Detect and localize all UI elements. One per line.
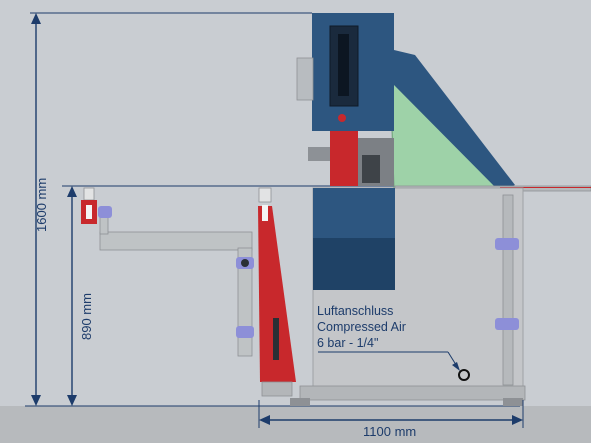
- arrow-1600-top: [31, 13, 41, 24]
- arm-clamp-left: [98, 206, 112, 218]
- post-clamp-lower: [495, 318, 519, 330]
- cabinet-foot-left: [290, 398, 310, 406]
- left-stop-slot: [86, 205, 92, 219]
- arrow-1600-bottom: [31, 395, 41, 406]
- head-dark-part: [362, 155, 380, 183]
- red-support-base: [261, 381, 293, 397]
- cabinet-base: [299, 385, 526, 401]
- floor: [0, 406, 591, 443]
- air-connection-line-1: Luftanschluss: [317, 304, 394, 318]
- air-connection-callout: Luftanschluss Compressed Air 6 bar - 1/4…: [317, 303, 406, 351]
- arrow-890-bottom: [67, 395, 77, 406]
- arrow-1100-left: [259, 415, 270, 425]
- arrow-890-top: [67, 186, 77, 197]
- dimension-label-working-height: 890 mm: [79, 293, 94, 340]
- air-connection-line-2: Compressed Air: [317, 320, 406, 334]
- arm-knob: [241, 259, 249, 267]
- head-grey-block: [308, 147, 330, 161]
- dimension-label-total-height: 1600 mm: [34, 177, 49, 232]
- dimension-label-depth: 1100 mm: [363, 424, 417, 439]
- cabinet-blue-panel: [313, 188, 395, 238]
- red-support-slot: [262, 205, 268, 221]
- red-indicator: [338, 114, 346, 122]
- arrow-1100-right: [512, 415, 523, 425]
- housing-side-cap: [296, 57, 314, 101]
- air-connection-line-3: 6 bar - 1/4": [317, 336, 379, 350]
- vertical-post: [502, 194, 514, 386]
- blue-sloped-arm: [394, 50, 515, 192]
- post-clamp-upper: [495, 238, 519, 250]
- red-support-handle: [273, 318, 279, 360]
- arm-clamp-lower: [236, 326, 254, 338]
- window-slot: [338, 34, 349, 96]
- air-leader-arrow: [452, 362, 460, 371]
- support-arm-horizontal: [99, 231, 253, 251]
- red-tapered-support: [258, 206, 296, 382]
- air-fitting: [458, 369, 470, 381]
- red-support-cap: [258, 187, 272, 203]
- left-stop-cap: [83, 187, 95, 201]
- cabinet-dark-panel: [313, 238, 395, 290]
- red-head-block: [330, 131, 358, 186]
- cabinet-foot-right: [503, 398, 523, 406]
